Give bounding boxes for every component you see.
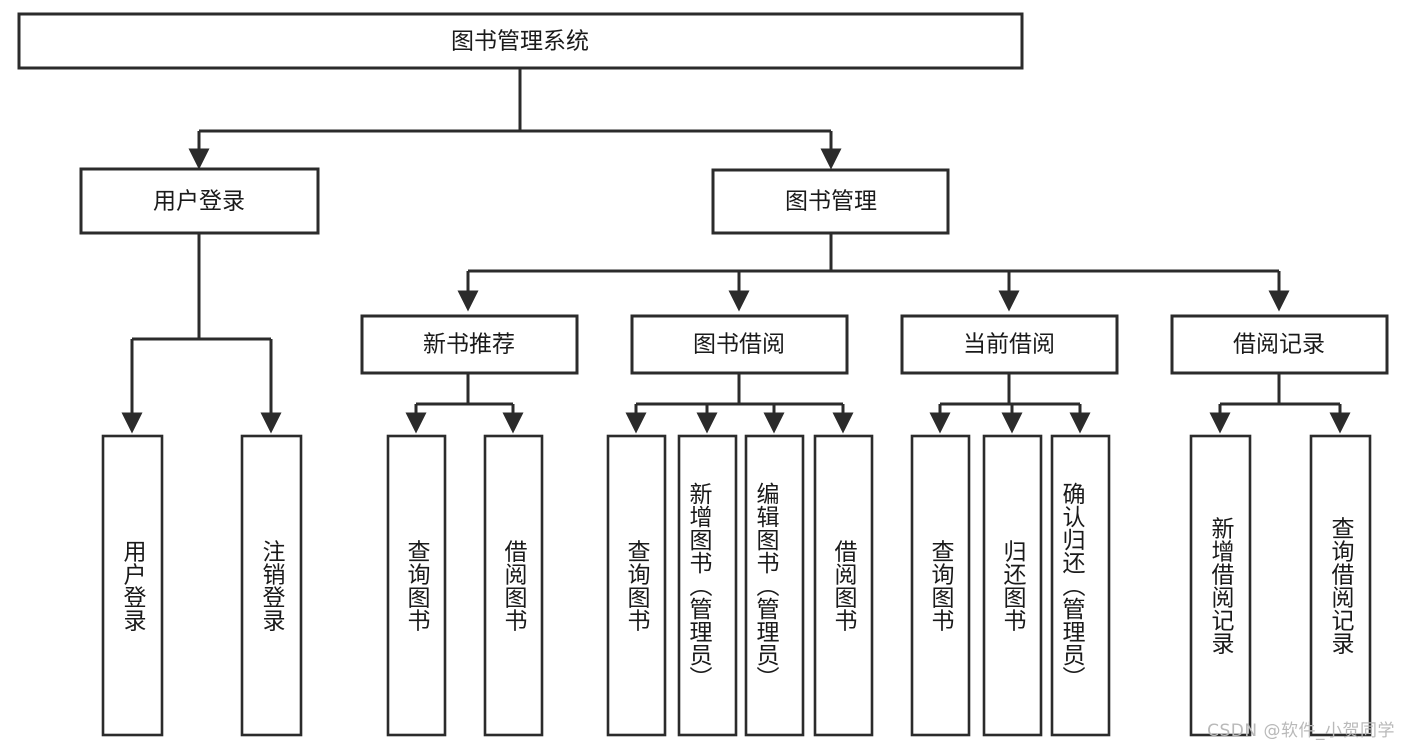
edge-group-borrow-record-to-leaves <box>1209 374 1351 434</box>
node-user-login-label: 用户登录 <box>153 189 245 215</box>
node-leaf-query-book-1-label: 查询图书 <box>403 539 431 631</box>
csdn-watermark: CSDN @软件_小贺同学 <box>1207 721 1395 741</box>
node-leaf-add-record[interactable]: 新增借阅记录 <box>1189 434 1252 737</box>
node-leaf-query-book-2-label: 查询图书 <box>623 539 651 631</box>
node-book-management-label: 图书管理 <box>785 189 877 215</box>
node-leaf-borrow-book-1[interactable]: 借阅图书 <box>483 434 544 737</box>
node-borrow-record-label: 借阅记录 <box>1233 332 1325 358</box>
node-leaf-logout-login[interactable]: 注销登录 <box>240 434 303 737</box>
node-leaf-user-login-label: 用户登录 <box>119 539 147 631</box>
edge-group-user-login-to-leaves <box>121 234 282 434</box>
node-leaf-query-book-3[interactable]: 查询图书 <box>910 434 971 737</box>
node-new-book-recommend-label: 新书推荐 <box>423 332 515 358</box>
node-leaf-query-book-3-label: 查询图书 <box>927 539 955 631</box>
node-leaf-user-login[interactable]: 用户登录 <box>101 434 164 737</box>
node-leaf-borrow-book-2[interactable]: 借阅图书 <box>813 434 874 737</box>
node-leaf-query-record-label: 查询借阅记录 <box>1327 516 1355 654</box>
node-leaf-add-book-label: 新增图书（管理员） <box>685 482 713 689</box>
edge-group-root-to-level2 <box>188 69 842 170</box>
node-current-borrow-label: 当前借阅 <box>963 332 1055 358</box>
node-book-borrow[interactable]: 图书借阅 <box>630 314 849 375</box>
node-user-login[interactable]: 用户登录 <box>79 167 320 235</box>
node-root[interactable]: 图书管理系统 <box>17 12 1024 70</box>
node-leaf-return-book-label: 归还图书 <box>999 539 1027 631</box>
node-leaf-confirm-return-label: 确认归还（管理员） <box>1058 482 1086 689</box>
node-borrow-record[interactable]: 借阅记录 <box>1170 314 1389 375</box>
node-leaf-edit-book[interactable]: 编辑图书（管理员） <box>744 434 805 737</box>
edge-group-current-borrow-to-leaves <box>929 374 1091 434</box>
node-leaf-query-record[interactable]: 查询借阅记录 <box>1309 434 1372 737</box>
edge-group-book-borrow-to-leaves <box>625 374 854 434</box>
node-leaf-add-book[interactable]: 新增图书（管理员） <box>677 434 738 737</box>
node-book-borrow-label: 图书借阅 <box>693 332 785 358</box>
node-leaf-confirm-return[interactable]: 确认归还（管理员） <box>1050 434 1111 737</box>
edge-group-new-book-recommend-to-leaves <box>405 374 524 434</box>
node-leaf-add-record-label: 新增借阅记录 <box>1207 516 1235 654</box>
edge-group-book-management-to-level3 <box>457 233 1290 312</box>
node-current-borrow[interactable]: 当前借阅 <box>900 314 1119 375</box>
node-leaf-query-book-1[interactable]: 查询图书 <box>386 434 447 737</box>
node-book-management[interactable]: 图书管理 <box>711 168 950 235</box>
node-new-book-recommend[interactable]: 新书推荐 <box>360 314 579 375</box>
node-leaf-query-book-2[interactable]: 查询图书 <box>606 434 667 737</box>
node-leaf-borrow-book-2-label: 借阅图书 <box>830 539 858 631</box>
node-root-label: 图书管理系统 <box>451 29 589 55</box>
node-leaf-borrow-book-1-label: 借阅图书 <box>500 539 528 631</box>
node-leaf-return-book[interactable]: 归还图书 <box>982 434 1043 737</box>
node-leaf-edit-book-label: 编辑图书（管理员） <box>752 482 780 689</box>
node-leaf-logout-login-label: 注销登录 <box>258 539 286 631</box>
